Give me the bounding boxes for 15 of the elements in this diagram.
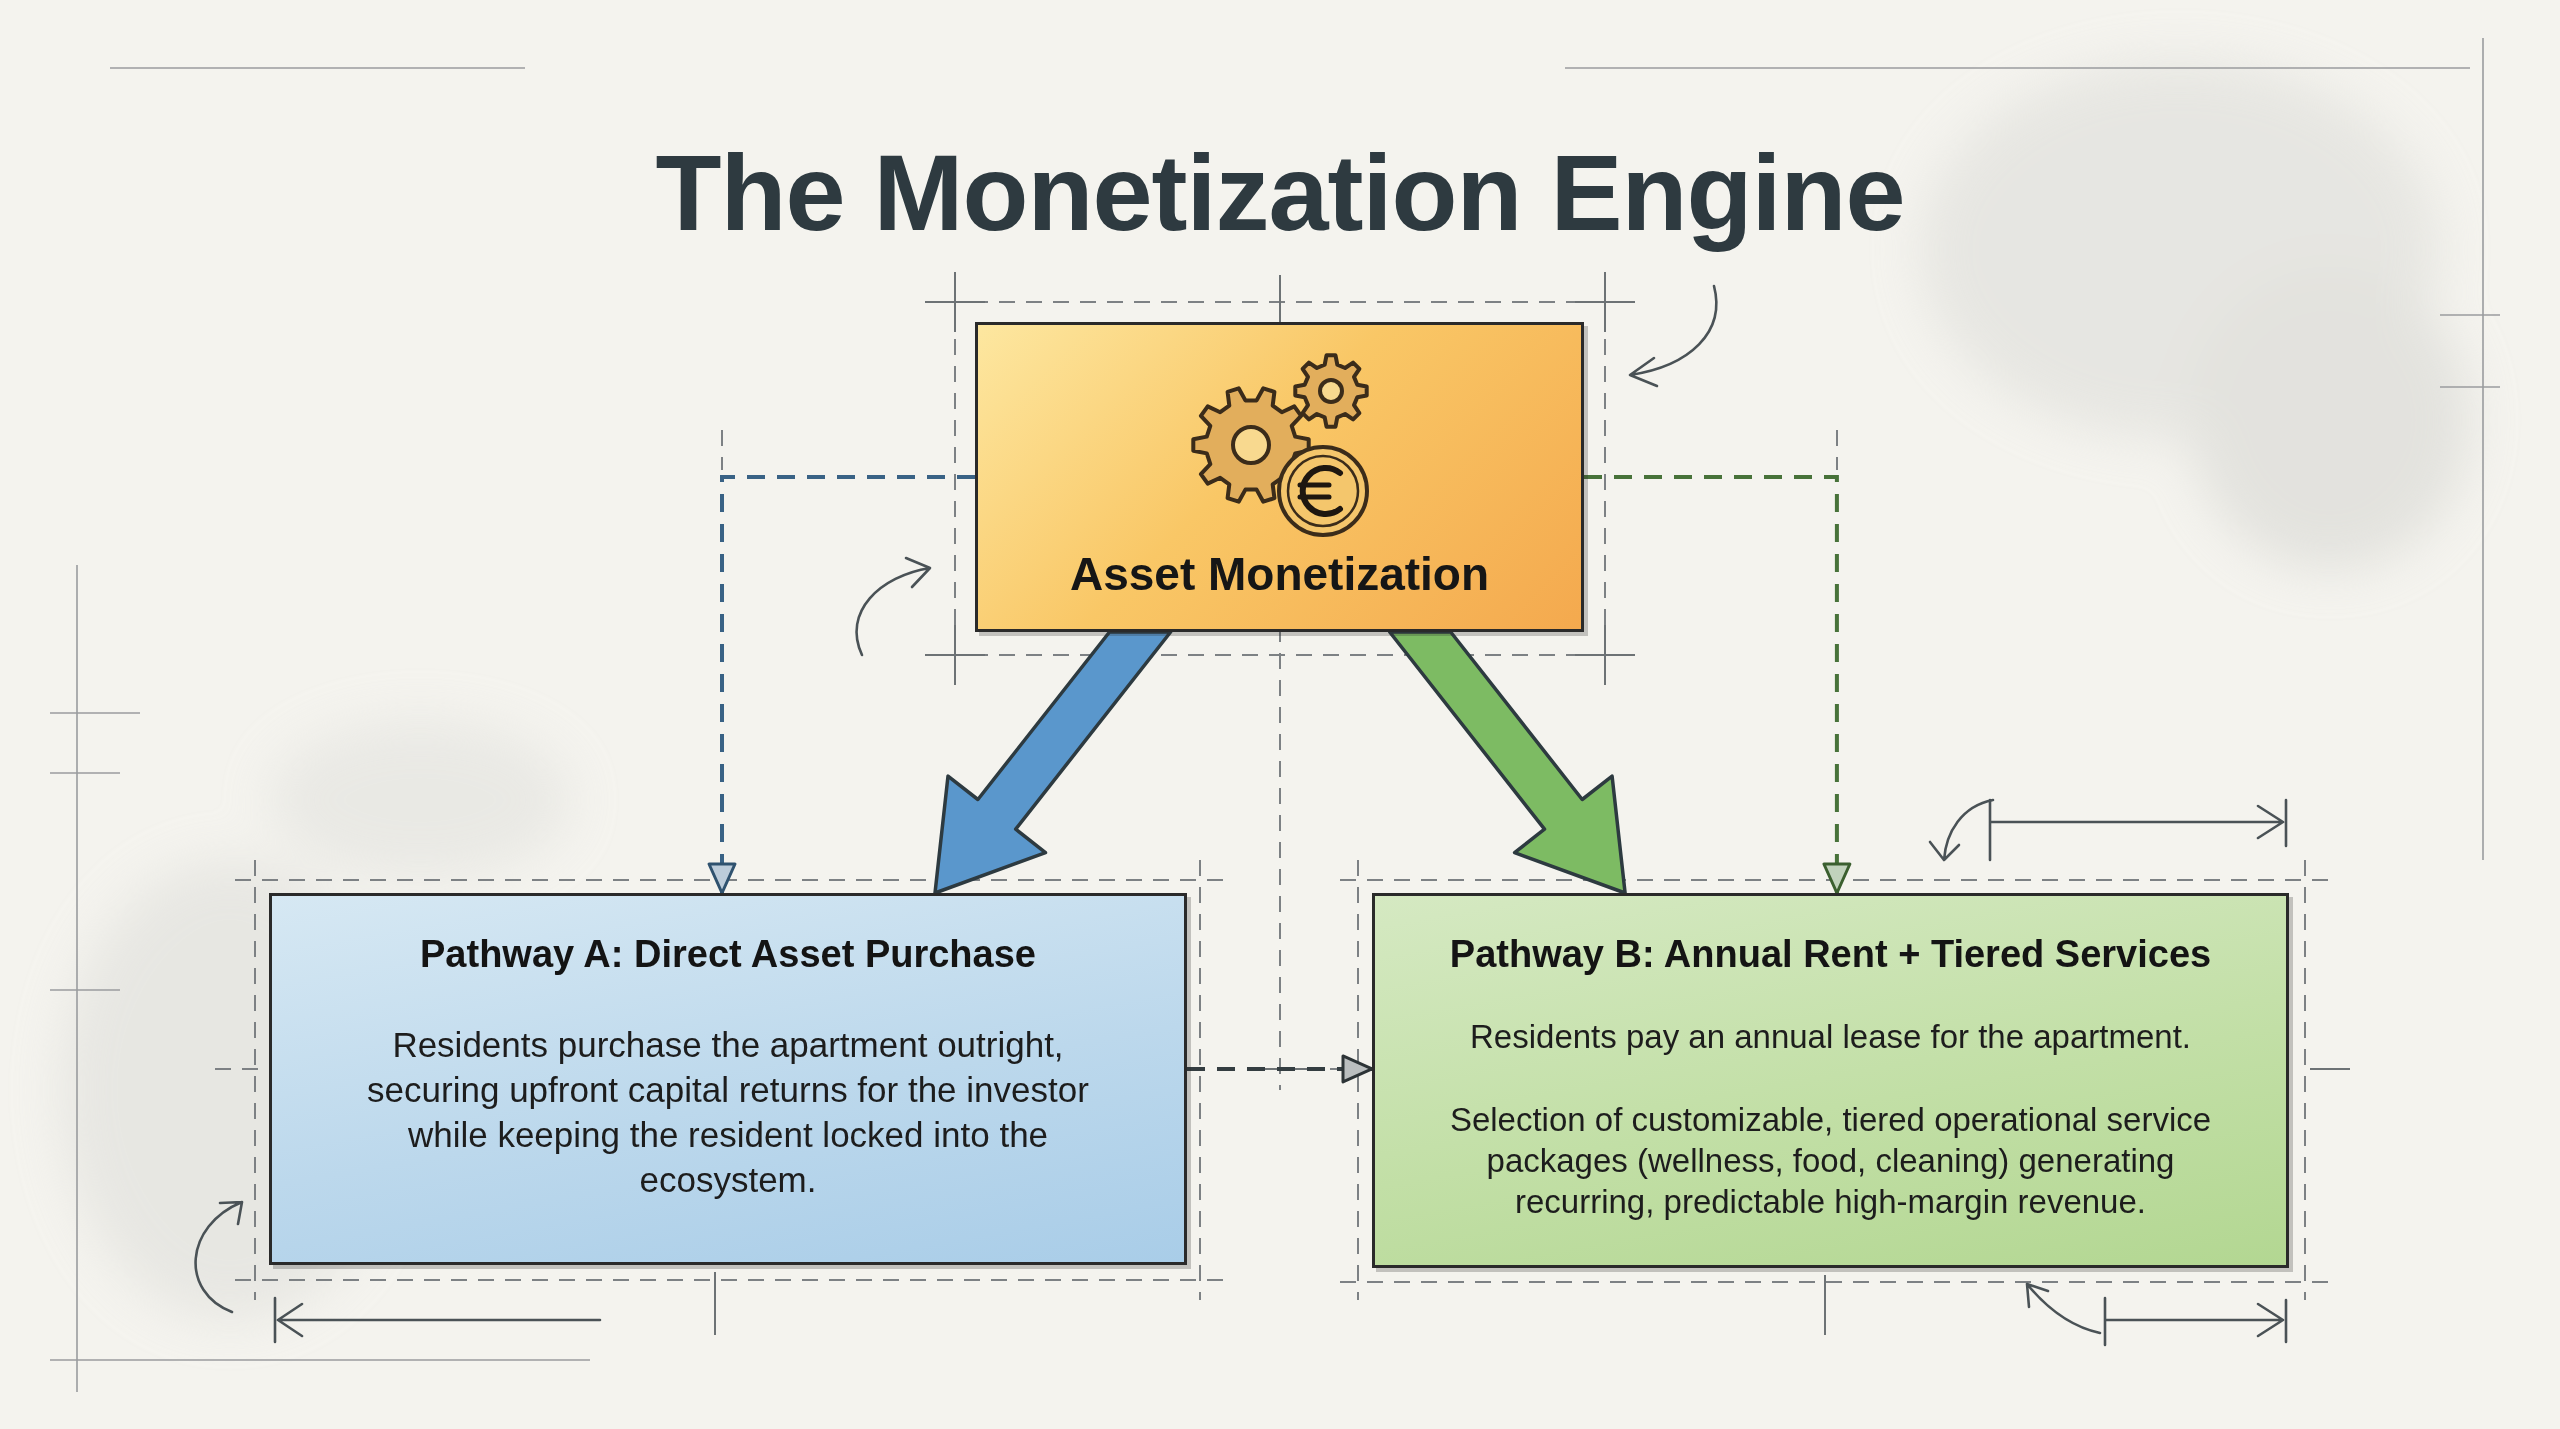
pathway-description: Residents purchase the apartment outright, securing upfront capital returns for the investor while keeping the resident locked into the ecosystem. [366,1024,1090,1201]
pathway-heading: Pathway B: Annual Rent + Tiered Services [1449,932,2212,977]
dashed-arrow [707,475,975,895]
block-arrow [1387,630,1627,895]
pathway-card [1372,893,2289,1268]
node-label: Asset Monetization [1069,547,1490,602]
pathway-description: Residents pay an annual lease for the apartment. [1469,1017,2192,1057]
pathway-description: Selection of customizable, tiered operational service packages (wellness, food, cleaning) generating recurring, predictable high-margin revenue. [1448,1100,2213,1222]
pathway-card [269,893,1187,1265]
dashed-arrow [1187,1054,1374,1084]
title: The Monetization Engine [655,131,1905,255]
process-box [975,322,1584,632]
pathway-heading: Pathway A: Direct Asset Purchase [420,932,1036,977]
block-arrow [933,630,1173,895]
dashed-arrow [1584,475,1852,895]
